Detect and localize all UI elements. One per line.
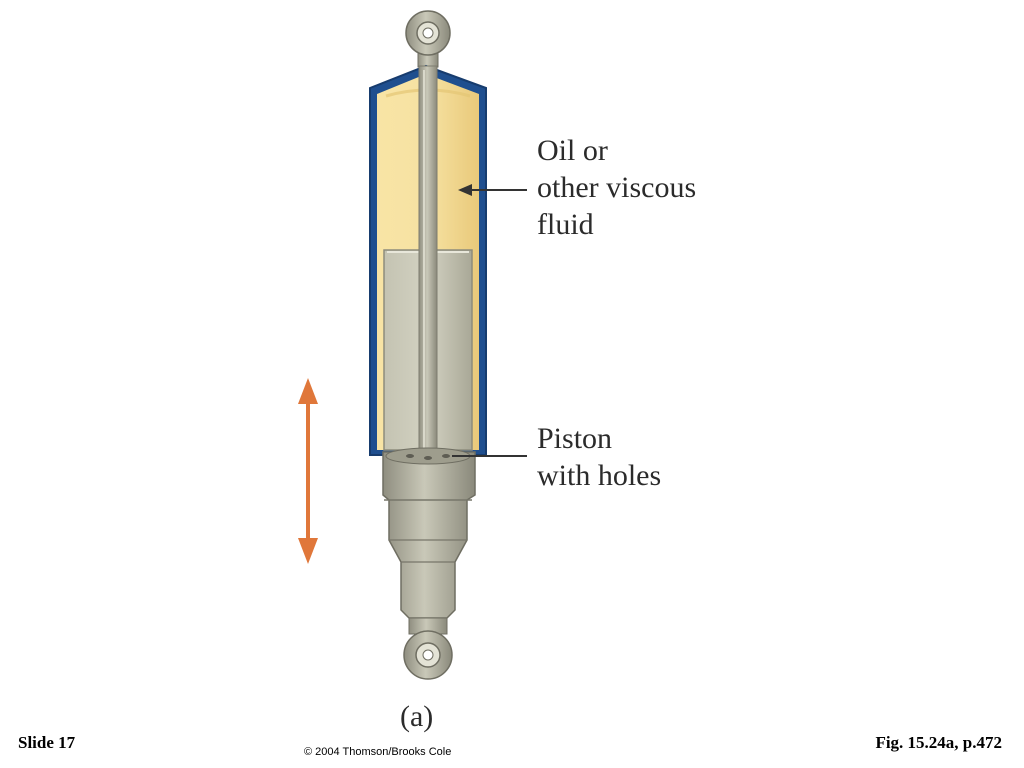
label-line: other viscous — [537, 171, 697, 204]
fluid-leader-arrow — [458, 184, 527, 196]
slide-number: Slide 17 — [18, 733, 76, 752]
figure-reference: Fig. 15.24a, p.472 — [875, 733, 1002, 752]
motion-double-arrow — [298, 378, 318, 564]
panel-label: (a) — [400, 700, 434, 733]
piston-rod — [418, 65, 438, 459]
label-line: fluid — [537, 208, 594, 241]
bottom-mount-eye — [403, 630, 453, 680]
label-line: Oil or — [537, 134, 608, 167]
copyright-notice: © 2004 Thomson/Brooks Cole — [304, 746, 452, 758]
top-mount-eye — [405, 10, 451, 68]
label-piston-with-holes: Piston with holes — [537, 420, 661, 494]
lower-body — [382, 451, 476, 635]
label-line: with holes — [537, 459, 662, 492]
label-line: Piston — [537, 422, 613, 455]
label-oil-viscous-fluid: Oil or other viscous fluid — [537, 132, 696, 243]
